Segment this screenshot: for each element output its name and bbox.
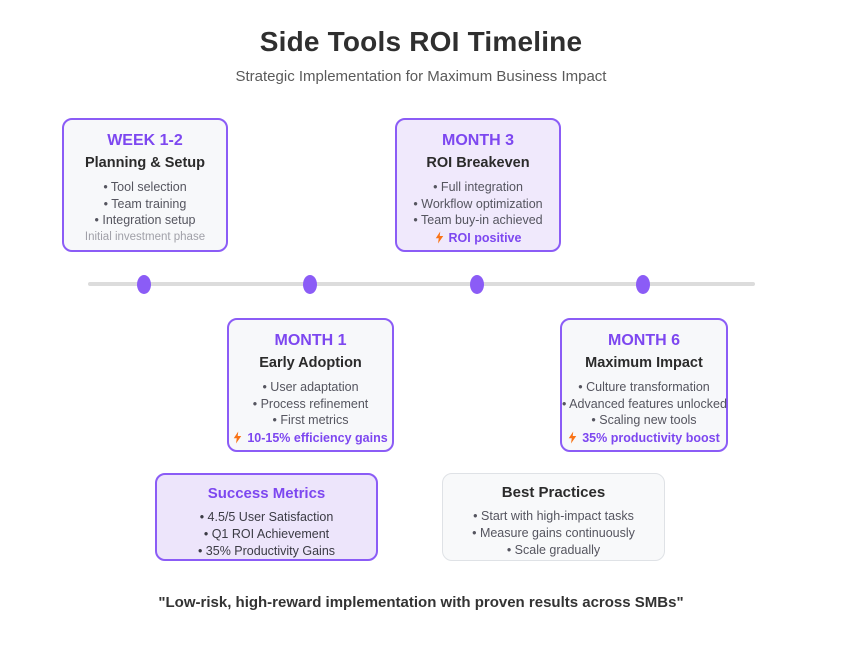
milestone-bullet: • First metrics bbox=[272, 413, 349, 427]
summary-card-title: Success Metrics bbox=[207, 485, 326, 502]
timeline-dot-month-6 bbox=[636, 275, 650, 294]
summary-bullet: • Q1 ROI Achievement bbox=[203, 527, 330, 541]
milestone-bullet-list: • User adaptation • Process refinement •… bbox=[229, 379, 392, 429]
milestone-bullet: • Process refinement bbox=[252, 396, 369, 411]
page-subtitle: Strategic Implementation for Maximum Bus… bbox=[235, 68, 607, 85]
milestone-bullet: • Culture transformation bbox=[578, 380, 710, 394]
milestone-card-month-1: MONTH 1 Early Adoption • User adaptation… bbox=[227, 318, 394, 452]
summary-bullet: • Measure gains continuously bbox=[472, 526, 635, 540]
milestone-bullet: • Team buy-in achieved bbox=[413, 213, 543, 227]
lightning-bolt-icon bbox=[568, 431, 577, 444]
milestone-highlight: 35% productivity boost bbox=[562, 431, 726, 445]
timeline-line bbox=[88, 282, 755, 286]
milestone-highlight: ROI positive bbox=[397, 231, 559, 245]
milestone-period: MONTH 6 bbox=[608, 332, 680, 349]
milestone-highlight-label: 35% productivity boost bbox=[582, 430, 720, 445]
milestone-bullet: • Full integration bbox=[433, 180, 523, 194]
milestone-title: Maximum Impact bbox=[585, 355, 703, 371]
summary-bullet: • Start with high-impact tasks bbox=[473, 509, 634, 523]
milestone-period: MONTH 1 bbox=[274, 332, 347, 349]
lightning-bolt-icon bbox=[234, 431, 242, 444]
milestone-bullet: • Workflow optimization bbox=[413, 196, 543, 211]
milestone-bullet-list: • Full integration • Workflow optimizati… bbox=[397, 179, 559, 229]
lightning-bolt-icon bbox=[435, 231, 443, 244]
milestone-highlight-label: 10-15% efficiency gains bbox=[247, 430, 388, 445]
milestone-bullet: • Team training bbox=[103, 196, 187, 211]
milestone-bullet: • Scaling new tools bbox=[591, 413, 697, 427]
timeline-dot-month-3 bbox=[470, 275, 484, 294]
milestone-bullet: • User adaptation bbox=[262, 380, 359, 394]
milestone-bullet: • Tool selection bbox=[103, 180, 187, 194]
milestone-bullet-list: • Tool selection • Team training • Integ… bbox=[64, 179, 226, 229]
milestone-period: WEEK 1-2 bbox=[107, 132, 183, 149]
bottom-quote: "Low-risk, high-reward implementation wi… bbox=[158, 594, 684, 611]
milestone-bullet-list: • Culture transformation • Advanced feat… bbox=[562, 379, 727, 429]
milestone-card-month-6: MONTH 6 Maximum Impact • Culture transfo… bbox=[560, 318, 728, 452]
timeline-dot-month-1 bbox=[303, 275, 317, 294]
milestone-card-month-3: MONTH 3 ROI Breakeven • Full integration… bbox=[395, 118, 561, 252]
success-metrics-card: Success Metrics • 4.5/5 User Satisfactio… bbox=[155, 473, 378, 561]
best-practices-card: Best Practices • Start with high-impact … bbox=[442, 473, 665, 561]
summary-bullet: • Scale gradually bbox=[506, 543, 601, 557]
milestone-title: Planning & Setup bbox=[84, 155, 206, 171]
milestone-bullet: • Integration setup bbox=[94, 213, 196, 227]
milestone-period: MONTH 3 bbox=[442, 132, 514, 149]
page-title: Side Tools ROI Timeline bbox=[259, 26, 583, 57]
milestone-note: Initial investment phase bbox=[84, 230, 206, 243]
timeline-dot-week-1-2 bbox=[137, 275, 151, 294]
milestone-title: Early Adoption bbox=[259, 355, 362, 371]
summary-card-title: Best Practices bbox=[501, 484, 606, 501]
milestone-card-week-1-2: WEEK 1-2 Planning & Setup • Tool selecti… bbox=[62, 118, 228, 252]
milestone-title: ROI Breakeven bbox=[426, 155, 530, 171]
milestone-highlight-label: ROI positive bbox=[448, 230, 522, 245]
summary-bullet-list: • Start with high-impact tasks • Measure… bbox=[443, 508, 664, 559]
milestone-highlight: 10-15% efficiency gains bbox=[229, 431, 392, 445]
milestone-bullet: • Advanced features unlocked bbox=[562, 396, 727, 411]
summary-bullet-list: • 4.5/5 User Satisfaction • Q1 ROI Achie… bbox=[157, 509, 376, 560]
summary-bullet: • 4.5/5 User Satisfaction bbox=[199, 510, 334, 524]
summary-bullet: • 35% Productivity Gains bbox=[197, 544, 336, 558]
